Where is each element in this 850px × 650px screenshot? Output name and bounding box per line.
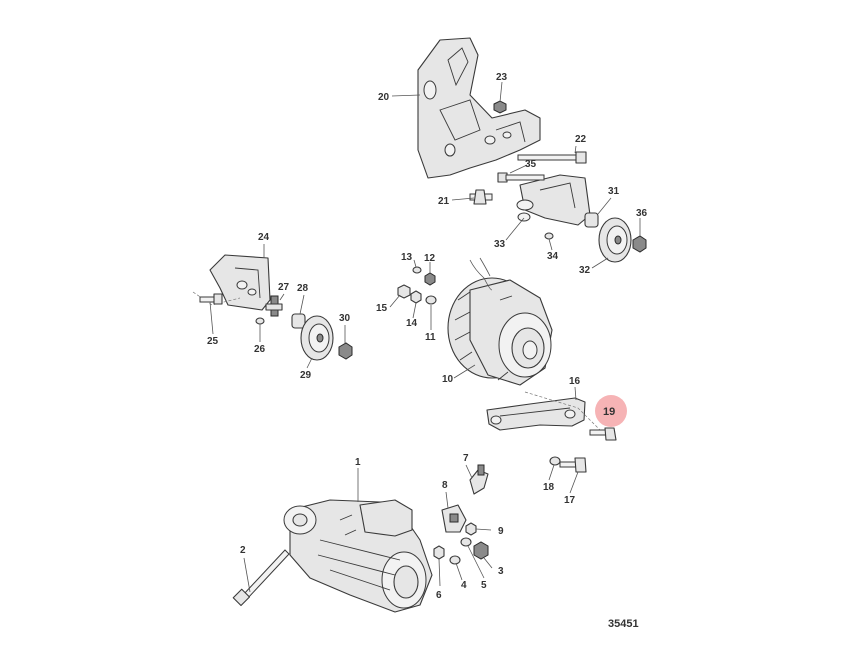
callout-33[interactable]: 33 [494,239,506,250]
callout-20[interactable]: 20 [378,92,390,103]
washer-4 [449,555,461,565]
nut-15 [397,284,411,299]
callout-13[interactable]: 13 [401,252,413,263]
spacer-28 [291,313,306,329]
adjuster-bracket [486,397,586,431]
starter-motor [283,499,433,613]
callout-34[interactable]: 34 [547,251,559,262]
stud-21 [469,189,493,205]
callout-29[interactable]: 29 [300,370,312,381]
callout-7[interactable]: 7 [463,453,469,464]
bolt-22 [517,151,587,164]
alternator-wires [469,257,493,291]
bolt-25 [199,293,223,305]
callout-1[interactable]: 1 [355,457,361,468]
callout-19[interactable]: 19 [603,406,615,418]
callout-11[interactable]: 11 [425,332,436,343]
callout-36[interactable]: 36 [636,208,648,219]
diagram-reference-number: 35451 [608,618,639,630]
nut-6 [433,545,445,560]
callout-28[interactable]: 28 [297,283,309,294]
callout-14[interactable]: 14 [406,318,418,329]
callout-highlight-19 [595,395,627,427]
nut-9 [465,522,477,536]
callout-21[interactable]: 21 [438,196,450,207]
washer-26 [255,317,265,325]
callout-8[interactable]: 8 [442,480,448,491]
callout-16[interactable]: 16 [569,376,581,387]
callout-17[interactable]: 17 [564,495,576,506]
callout-22[interactable]: 22 [575,134,587,145]
nut-13 [412,266,422,274]
nut-30 [338,342,353,360]
callout-4[interactable]: 4 [461,580,467,591]
callout-15[interactable]: 15 [376,303,388,314]
bolt-35 [497,172,545,183]
callout-23[interactable]: 23 [496,72,508,83]
callout-31[interactable]: 31 [608,186,620,197]
callout-30[interactable]: 30 [339,313,351,324]
callout-35[interactable]: 35 [525,159,537,170]
connector-7 [469,464,489,495]
callout-2[interactable]: 2 [240,545,246,556]
mounting-bracket [417,37,541,179]
nut-36 [632,235,647,253]
alternator [447,277,553,386]
nut-23 [493,100,507,114]
callout-9[interactable]: 9 [498,526,504,537]
callout-26[interactable]: 26 [254,344,266,355]
washer-34 [544,232,554,240]
spacer-31 [584,212,599,228]
starter-bolt-2 [232,549,290,607]
nut-14 [410,290,422,304]
washer-5 [460,537,472,547]
callout-10[interactable]: 10 [442,374,454,385]
callout-18[interactable]: 18 [543,482,555,493]
bolt-19 [589,427,617,441]
callout-6[interactable]: 6 [436,590,442,601]
solenoid-terminal-8 [441,504,467,533]
callout-5[interactable]: 5 [481,580,487,591]
callout-32[interactable]: 32 [579,265,591,276]
bolt-17 [559,457,587,473]
stud-27 [265,295,283,317]
idler-pulley-29 [300,315,334,361]
tensioner-bracket [516,174,591,226]
callout-25[interactable]: 25 [207,336,219,347]
washer-18 [549,456,561,466]
assembly-line-25 [192,291,241,306]
callout-24[interactable]: 24 [258,232,270,243]
nut-3 [473,541,489,560]
idler-pulley-32 [598,217,632,263]
nut-12 [424,272,436,286]
assembly-line-16 [524,391,601,431]
washer-11 [425,295,437,305]
callout-labels: 20 23 22 35 21 31 36 33 34 32 24 13 12 1… [207,72,648,601]
leader-lines [209,81,641,593]
callout-12[interactable]: 12 [424,253,436,264]
callout-27[interactable]: 27 [278,282,290,293]
callout-3[interactable]: 3 [498,566,504,577]
left-bracket [209,254,271,311]
